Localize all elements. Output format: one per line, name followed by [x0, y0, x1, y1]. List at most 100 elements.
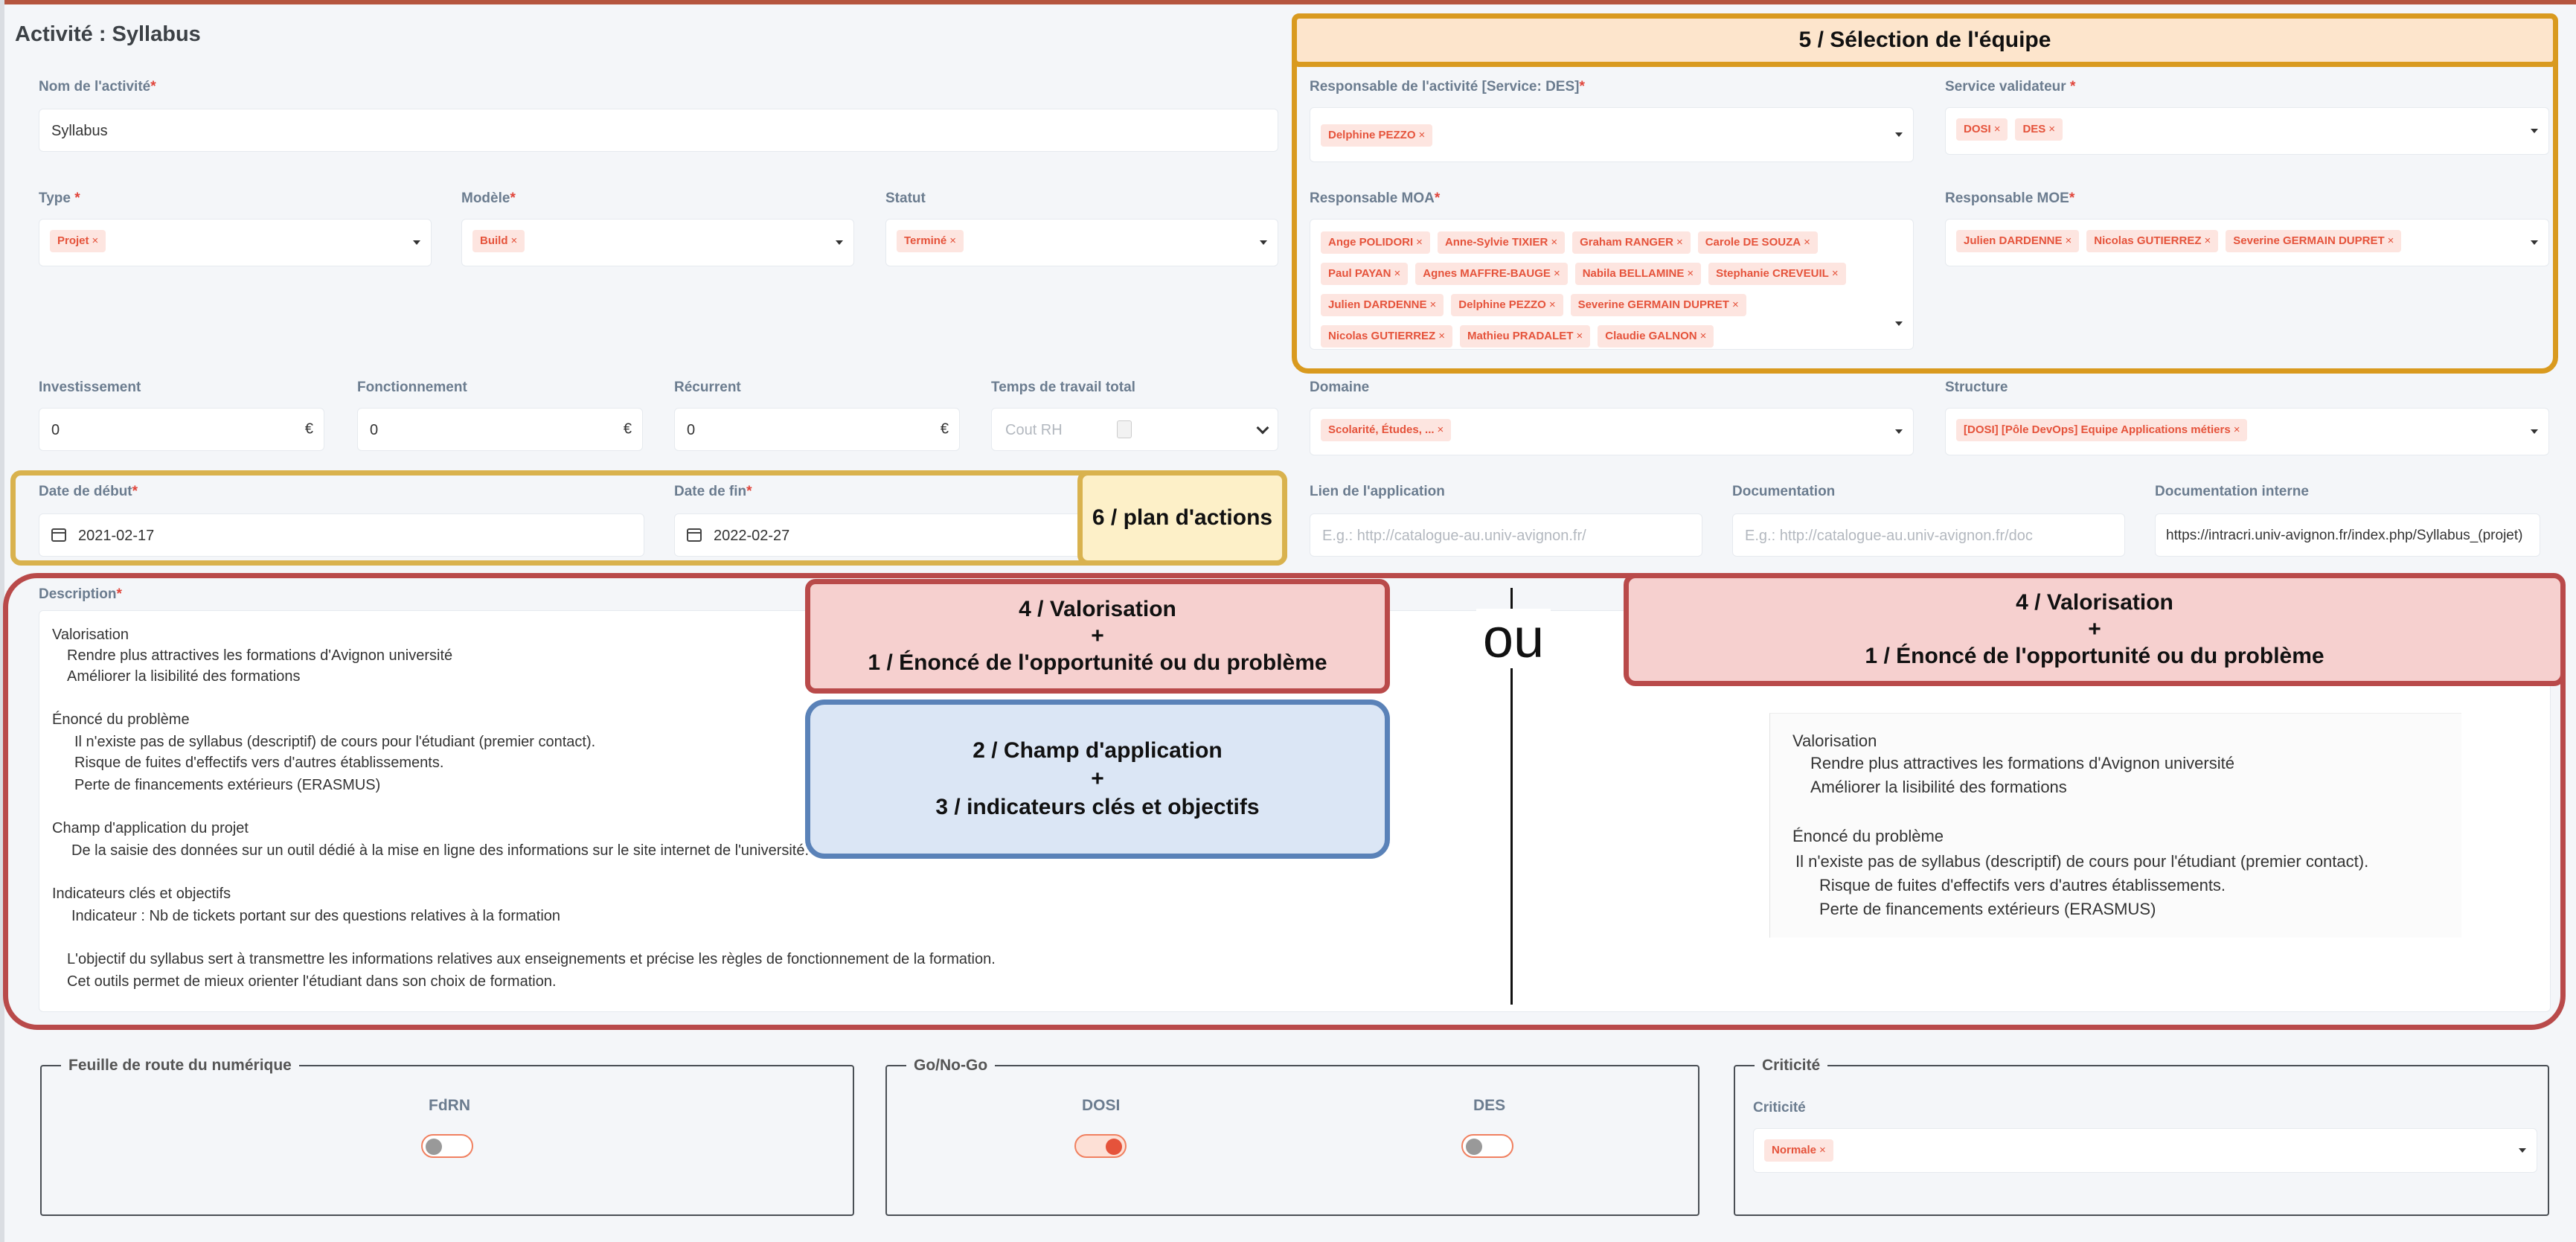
- chip[interactable]: Julien DARDENNE×: [1956, 230, 2080, 252]
- structure-select[interactable]: [DOSI] [Pôle DevOps] Equipe Applications…: [1945, 408, 2549, 455]
- chip[interactable]: Scolarité, Études, ...×: [1321, 419, 1452, 441]
- chevron-down-icon: [1260, 240, 1267, 245]
- preview-line: Il n'existe pas de syllabus (descriptif)…: [1795, 852, 2369, 871]
- chip[interactable]: Stephanie CREVEUIL×: [1708, 263, 1846, 285]
- annotation-line: +: [2088, 617, 2101, 641]
- chip[interactable]: Severine GERMAIN DUPRET×: [1570, 294, 1746, 316]
- nom-input[interactable]: Syllabus: [39, 109, 1278, 152]
- top-accent-bar: [0, 0, 2576, 4]
- chip[interactable]: Claudie GALNON×: [1598, 325, 1714, 348]
- chip[interactable]: Carole DE SOUZA×: [1697, 231, 1818, 254]
- investissement-label: Investissement: [39, 380, 141, 395]
- calendar-icon: [687, 528, 702, 542]
- desc-heading: Champ d'application du projet: [52, 820, 249, 836]
- chip[interactable]: Build×: [472, 230, 525, 252]
- service-validateur-select[interactable]: DOSI× DES×: [1945, 107, 2549, 155]
- recurrent-input[interactable]: 0 €: [674, 408, 960, 451]
- chip[interactable]: Agnes MAFFRE-BAUGE×: [1415, 263, 1568, 285]
- type-select[interactable]: Projet×: [39, 219, 432, 266]
- chip[interactable]: Ange POLIDORI×: [1321, 231, 1430, 254]
- chip[interactable]: Nabila BELLAMINE×: [1574, 263, 1702, 285]
- chip[interactable]: DOSI×: [1956, 118, 2008, 141]
- spinner-icon[interactable]: [1117, 420, 1132, 438]
- euro-unit: €: [623, 420, 632, 438]
- investissement-input[interactable]: 0 €: [39, 408, 324, 451]
- date-debut-label: Date de début*: [39, 484, 138, 499]
- chip[interactable]: Mathieu PRADALET×: [1459, 325, 1591, 348]
- preview-line: Risque de fuites d'effectifs vers d'autr…: [1819, 876, 2226, 894]
- preview-line: Rendre plus attractives les formations d…: [1810, 754, 2234, 772]
- resp-activite-select[interactable]: Delphine PEZZO×: [1310, 107, 1914, 162]
- resp-activite-label: Responsable de l'activité [Service: DES]…: [1310, 79, 1585, 95]
- documentation-input[interactable]: E.g.: http://catalogue-au.univ-avignon.f…: [1732, 513, 2125, 557]
- des-toggle[interactable]: [1461, 1134, 1513, 1158]
- plan-annotation: 6 / plan d'actions: [1077, 470, 1287, 566]
- feuille-route-legend: Feuille de route du numérique: [68, 1057, 292, 1074]
- chip[interactable]: Terminé×: [897, 230, 964, 252]
- chip[interactable]: Nicolas GUTIERREZ×: [2086, 230, 2219, 252]
- fonctionnement-input[interactable]: 0 €: [357, 408, 643, 451]
- resp-moe-select[interactable]: Julien DARDENNE× Nicolas GUTIERREZ× Seve…: [1945, 219, 2549, 266]
- type-label: Type *: [39, 191, 80, 206]
- desc-line: Indicateur : Nb de tickets portant sur d…: [71, 908, 561, 924]
- annotation-line: 1 / Énoncé de l'opportunité ou du problè…: [868, 650, 1327, 675]
- desc-line: Il n'existe pas de syllabus (descriptif)…: [74, 734, 596, 750]
- service-validateur-label: Service validateur *: [1945, 79, 2076, 95]
- equipe-annotation: 5 / Sélection de l'équipe: [1292, 13, 2558, 67]
- description-preview: Valorisation Rendre plus attractives les…: [1769, 713, 2461, 938]
- chip[interactable]: Normale×: [1764, 1139, 1833, 1162]
- domaine-select[interactable]: Scolarité, Études, ...×: [1310, 408, 1914, 455]
- desc-line: Perte de financements extérieurs (ERASMU…: [74, 777, 381, 793]
- fonctionnement-value: 0: [370, 422, 379, 438]
- gonogo-group: Go/No-Go: [885, 1057, 1699, 1216]
- documentation-placeholder: E.g.: http://catalogue-au.univ-avignon.f…: [1745, 528, 2033, 544]
- chip[interactable]: Graham RANGER×: [1572, 231, 1691, 254]
- preview-heading: Énoncé du problème: [1792, 827, 1944, 845]
- date-fin-label: Date de fin*: [674, 484, 752, 499]
- chip[interactable]: Paul PAYAN×: [1321, 263, 1409, 285]
- euro-unit: €: [304, 420, 313, 438]
- chip[interactable]: Anne-Sylvie TIXIER×: [1437, 231, 1566, 254]
- chip[interactable]: DES×: [2015, 118, 2063, 141]
- investissement-value: 0: [51, 422, 60, 438]
- statut-label: Statut: [885, 191, 926, 206]
- desc-heading: Valorisation: [52, 627, 129, 643]
- statut-select[interactable]: Terminé×: [885, 219, 1278, 266]
- dosi-toggle[interactable]: [1074, 1134, 1127, 1158]
- temps-label: Temps de travail total: [991, 380, 1135, 395]
- nom-label: Nom de l'activité*: [39, 79, 156, 95]
- lien-input[interactable]: E.g.: http://catalogue-au.univ-avignon.f…: [1310, 513, 1702, 557]
- chevron-down-icon: [2531, 429, 2538, 434]
- chip[interactable]: Projet×: [50, 230, 106, 252]
- desc-line: Rendre plus attractives les formations d…: [67, 647, 453, 664]
- chevron-down-icon: [1256, 421, 1269, 435]
- desc-line: L'objectif du syllabus sert à transmettr…: [67, 951, 996, 967]
- chip[interactable]: Julien DARDENNE×: [1321, 294, 1444, 316]
- recurrent-label: Récurrent: [674, 380, 741, 395]
- dosi-label: DOSI: [1082, 1097, 1121, 1114]
- resp-moa-select[interactable]: Ange POLIDORI× Anne-Sylvie TIXIER× Graha…: [1310, 219, 1914, 350]
- desc-heading: Indicateurs clés et objectifs: [52, 886, 231, 902]
- resp-moa-label: Responsable MOA*: [1310, 191, 1441, 206]
- fdrn-toggle[interactable]: [421, 1134, 473, 1158]
- description-content[interactable]: Valorisation Rendre plus attractives les…: [49, 625, 1463, 997]
- desc-heading: Énoncé du problème: [52, 711, 190, 728]
- preview-heading: Valorisation: [1792, 732, 1877, 750]
- chip[interactable]: Delphine PEZZO×: [1451, 294, 1563, 316]
- ou-label: ou: [1476, 609, 1551, 668]
- page-title: Activité : Syllabus: [15, 22, 201, 46]
- criticite-select[interactable]: Normale×: [1753, 1128, 2537, 1173]
- temps-input[interactable]: Cout RH: [991, 408, 1278, 451]
- date-debut-input[interactable]: 2021-02-17: [39, 513, 644, 557]
- calendar-icon: [51, 528, 66, 542]
- criticite-label: Criticité: [1753, 1100, 1806, 1115]
- chip[interactable]: Delphine PEZZO×: [1321, 124, 1433, 147]
- chip[interactable]: Severine GERMAIN DUPRET×: [2226, 230, 2402, 252]
- date-debut-value: 2021-02-17: [78, 528, 155, 544]
- modele-label: Modèle*: [461, 191, 516, 206]
- annotation-line: 4 / Valorisation: [2016, 590, 2173, 615]
- chip[interactable]: Nicolas GUTIERREZ×: [1321, 325, 1452, 348]
- chip[interactable]: [DOSI] [Pôle DevOps] Equipe Applications…: [1956, 419, 2248, 441]
- modele-select[interactable]: Build×: [461, 219, 854, 266]
- doc-interne-input[interactable]: https://intracri.univ-avignon.fr/index.p…: [2155, 513, 2540, 557]
